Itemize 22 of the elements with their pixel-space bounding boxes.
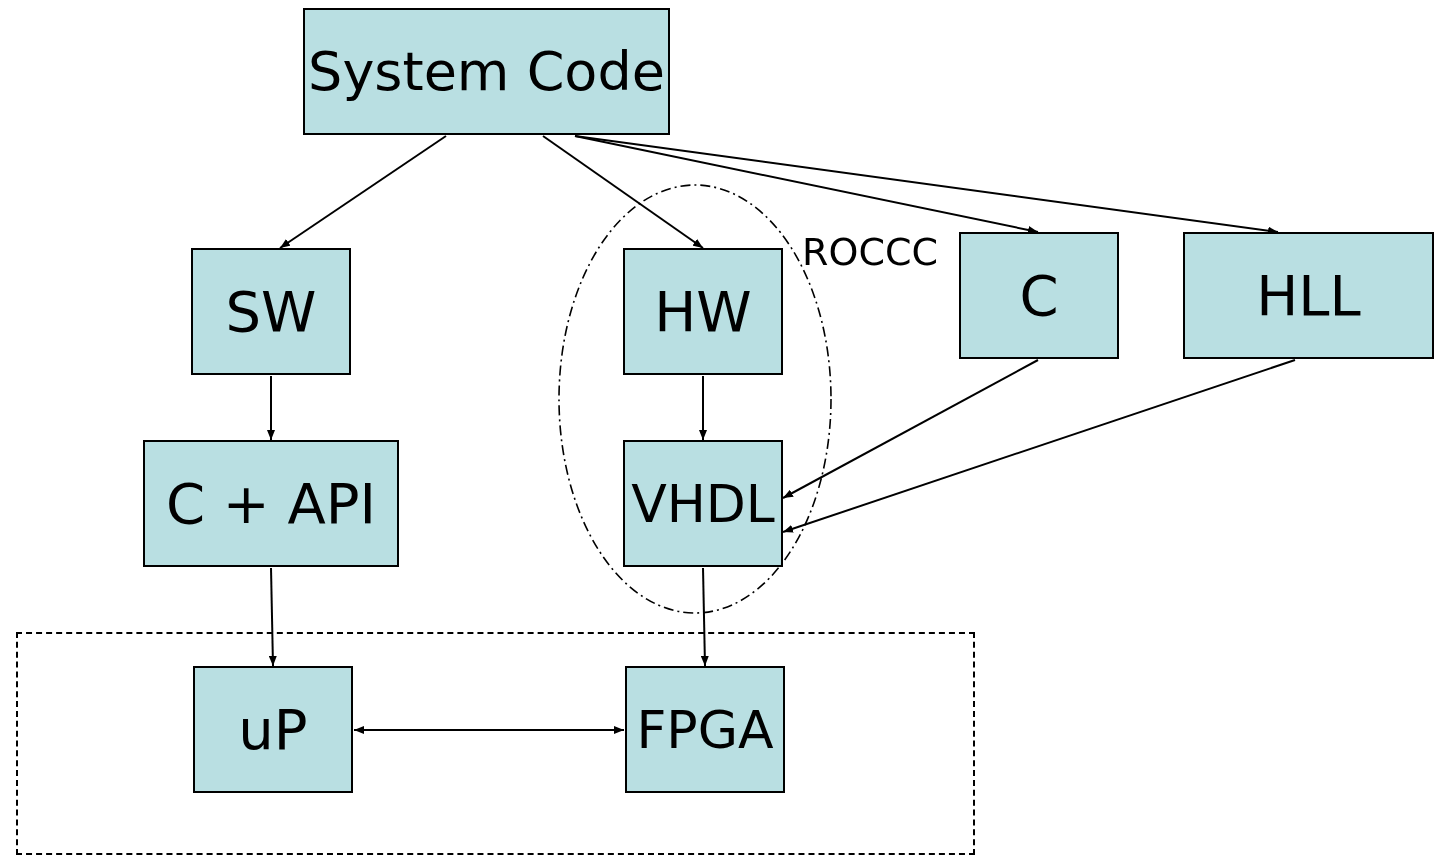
arrow xyxy=(542,135,704,249)
arrow xyxy=(574,135,1039,234)
arrow xyxy=(782,359,1296,533)
arrow xyxy=(782,359,1039,499)
process-box: HW xyxy=(623,248,783,375)
process-box: SW xyxy=(191,248,351,375)
arrow xyxy=(353,726,625,734)
process-box: C + API xyxy=(143,440,399,567)
arrow xyxy=(700,567,709,667)
process-box: System Code xyxy=(303,8,670,135)
region-label: ROCCC xyxy=(802,233,938,271)
process-box: HLL xyxy=(1183,232,1434,359)
process-box: VHDL xyxy=(623,440,783,567)
arrow xyxy=(267,375,275,441)
dashed-group-box xyxy=(16,632,975,855)
arrow xyxy=(279,135,447,249)
process-box: C xyxy=(959,232,1119,359)
process-box: FPGA xyxy=(625,666,785,793)
arrow xyxy=(268,567,277,667)
process-box: uP xyxy=(193,666,353,793)
arrow xyxy=(574,135,1279,235)
arrow xyxy=(699,375,707,441)
